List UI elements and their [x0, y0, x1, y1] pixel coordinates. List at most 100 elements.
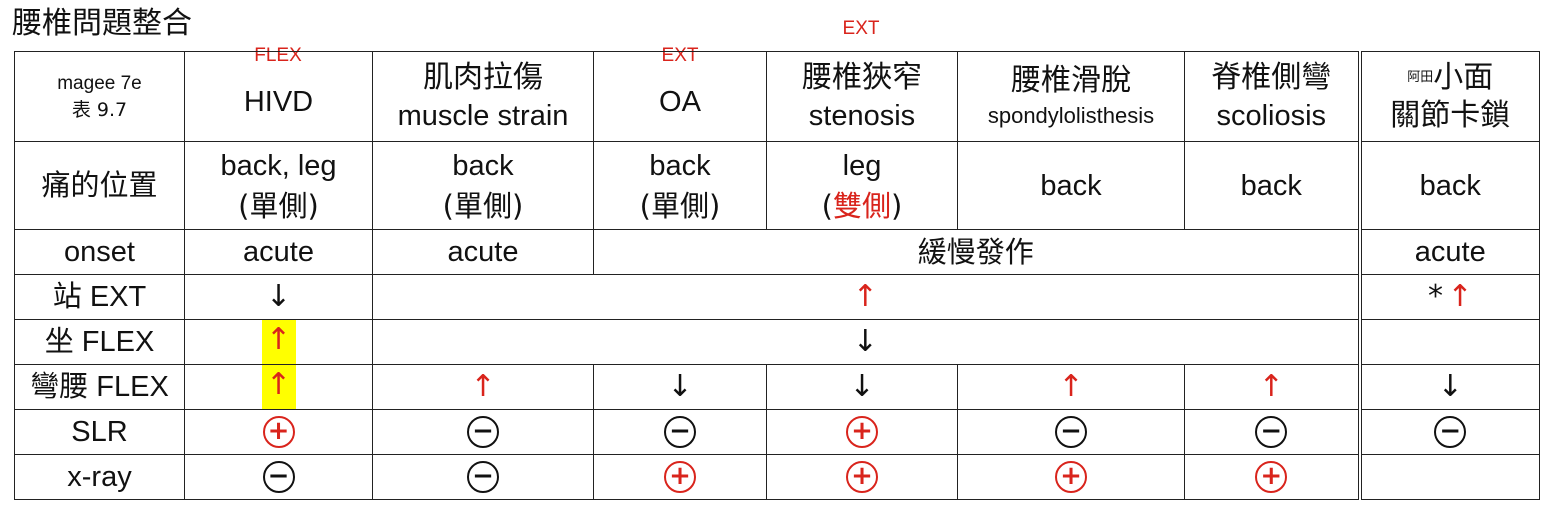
up-arrow-icon: ↑: [1447, 279, 1473, 314]
pain-stenosis-paren-close: ): [891, 188, 903, 223]
down-arrow-icon: ↓: [849, 369, 875, 404]
row-label-bend-en: FLEX: [96, 371, 169, 403]
onset-gradual-value: 緩慢發作: [917, 235, 1034, 269]
header-stenosis-en: stenosis: [808, 99, 916, 132]
slr-row: SLR + − − + − − −: [14, 409, 1540, 455]
pain-facet-site: back: [1419, 169, 1481, 202]
row-label-xray: x-ray: [14, 454, 185, 500]
sit-facet: [1357, 319, 1540, 365]
bend-strain: ↑: [372, 364, 594, 410]
corner-cell: magee 7e 表 9.7: [14, 51, 185, 142]
minus-circle-icon: −: [1055, 416, 1087, 448]
minus-circle-icon: −: [1434, 416, 1467, 448]
page-title: 腰椎問題整合: [12, 6, 192, 41]
header-spondylolisthesis: 腰椎滑脫 spondylolisthesis: [957, 51, 1185, 142]
highlight-mark: ↑: [261, 320, 296, 364]
xray-oa: +: [593, 454, 767, 500]
onset-strain-value: acute: [447, 236, 519, 268]
onset-hivd-value: acute: [243, 236, 314, 268]
header-facet-lock-cn2: 關節卡鎖: [1390, 97, 1511, 133]
pain-facet: back: [1357, 141, 1540, 230]
pain-spondy: back: [957, 141, 1185, 230]
pain-hivd-side: (單側): [238, 188, 319, 223]
bend-facet: ↓: [1357, 364, 1540, 410]
plus-circle-icon: +: [846, 416, 878, 448]
row-label-sit-cn: 坐: [44, 326, 74, 358]
row-label-sit: 坐 FLEX: [14, 319, 185, 365]
pain-scoliosis-site: back: [1240, 169, 1302, 202]
up-arrow-icon: ↑: [265, 367, 292, 402]
onset-strain: acute: [372, 229, 594, 275]
bend-spondy: ↑: [957, 364, 1185, 410]
sit-row: 坐 FLEX ↑ ↓: [14, 319, 1540, 365]
onset-facet: acute: [1357, 229, 1540, 275]
pain-oa-site: back: [649, 149, 711, 182]
header-scoliosis: 脊椎側彎 scoliosis: [1184, 51, 1360, 142]
bend-row: 彎腰 FLEX ↑ ↑ ↓ ↓ ↑ ↑ ↓: [14, 364, 1540, 410]
minus-circle-icon: −: [467, 416, 499, 448]
plus-circle-icon: +: [664, 461, 696, 493]
header-scoliosis-cn: 脊椎側彎: [1211, 59, 1332, 95]
header-oa: OA: [593, 51, 767, 142]
xray-facet: [1357, 454, 1540, 500]
header-oa-en: OA: [659, 85, 701, 118]
pain-stenosis-side: (雙側): [768, 186, 957, 226]
up-arrow-icon: ↑: [1058, 369, 1084, 404]
stand-facet: * ↑: [1357, 274, 1540, 320]
pain-location-row: 痛的位置 back, leg (單側) back (單側) back (單側) …: [14, 141, 1540, 230]
header-spondylolisthesis-en: spondylolisthesis: [987, 102, 1155, 128]
header-stenosis: 腰椎狹窄 stenosis: [766, 51, 958, 142]
header-muscle-strain-en: muscle strain: [397, 99, 569, 132]
header-facet-lock-line1: 阿田小面: [1364, 59, 1539, 97]
asterisk-icon: *: [1427, 279, 1443, 314]
slr-spondy: −: [957, 409, 1185, 455]
row-label-onset: onset: [14, 229, 185, 275]
up-arrow-icon: ↑: [470, 369, 496, 404]
plus-circle-icon: +: [846, 461, 878, 493]
header-row: magee 7e 表 9.7 HIVD 肌肉拉傷 muscle strain O…: [14, 51, 1540, 142]
xray-scoliosis: +: [1184, 454, 1360, 500]
header-muscle-strain-cn: 肌肉拉傷: [423, 59, 543, 95]
xray-strain: −: [372, 454, 594, 500]
highlight-mark: ↑: [261, 365, 296, 409]
pain-oa-side: (單側): [639, 188, 721, 223]
row-label-stand: 站 EXT: [14, 274, 185, 320]
header-scoliosis-en: scoliosis: [1216, 99, 1327, 132]
header-muscle-strain: 肌肉拉傷 muscle strain: [372, 51, 594, 142]
sit-merged: ↓: [372, 319, 1360, 365]
up-arrow-icon: ↑: [1258, 369, 1284, 404]
pain-stenosis-paren-open: (: [821, 188, 833, 223]
stand-row: 站 EXT ↓ ↑ * ↑: [14, 274, 1540, 320]
minus-circle-icon: −: [1255, 416, 1288, 448]
bend-scoliosis: ↑: [1184, 364, 1360, 410]
header-facet-lock: 阿田小面 關節卡鎖: [1357, 51, 1540, 142]
bend-stenosis: ↓: [766, 364, 958, 410]
row-label-slr: SLR: [14, 409, 185, 455]
sit-hivd: ↑: [184, 319, 373, 365]
row-label-bend: 彎腰 FLEX: [14, 364, 185, 410]
lumbar-comparison-table: magee 7e 表 9.7 HIVD 肌肉拉傷 muscle strain O…: [14, 51, 1540, 500]
row-label-pain-location: 痛的位置: [14, 141, 185, 230]
pain-scoliosis: back: [1184, 141, 1360, 230]
down-arrow-icon: ↓: [667, 369, 693, 404]
stand-hivd: ↓: [184, 274, 373, 320]
row-label-stand-en: EXT: [89, 281, 147, 313]
bend-oa: ↓: [593, 364, 767, 410]
up-arrow-icon: ↑: [852, 279, 878, 314]
plus-circle-icon: +: [1255, 461, 1288, 493]
header-stenosis-cn: 腰椎狹窄: [802, 59, 922, 95]
slr-scoliosis: −: [1184, 409, 1360, 455]
row-label-xray-text: x-ray: [67, 461, 132, 493]
down-arrow-icon: ↓: [265, 279, 292, 314]
row-label-sit-en: FLEX: [81, 326, 155, 358]
pain-strain: back (單側): [372, 141, 594, 230]
pain-stenosis: leg (雙側): [766, 141, 958, 230]
onset-row: onset acute acute 緩慢發作 acute: [14, 229, 1540, 275]
row-label-bend-cn: 彎腰: [30, 371, 89, 403]
corner-table-ref: 表 9.7: [71, 98, 128, 121]
onset-facet-value: acute: [1414, 236, 1486, 268]
row-label-slr-text: SLR: [71, 416, 128, 448]
slr-stenosis: +: [766, 409, 958, 455]
pain-oa: back (單側): [593, 141, 767, 230]
pain-stenosis-site: leg: [842, 149, 882, 182]
